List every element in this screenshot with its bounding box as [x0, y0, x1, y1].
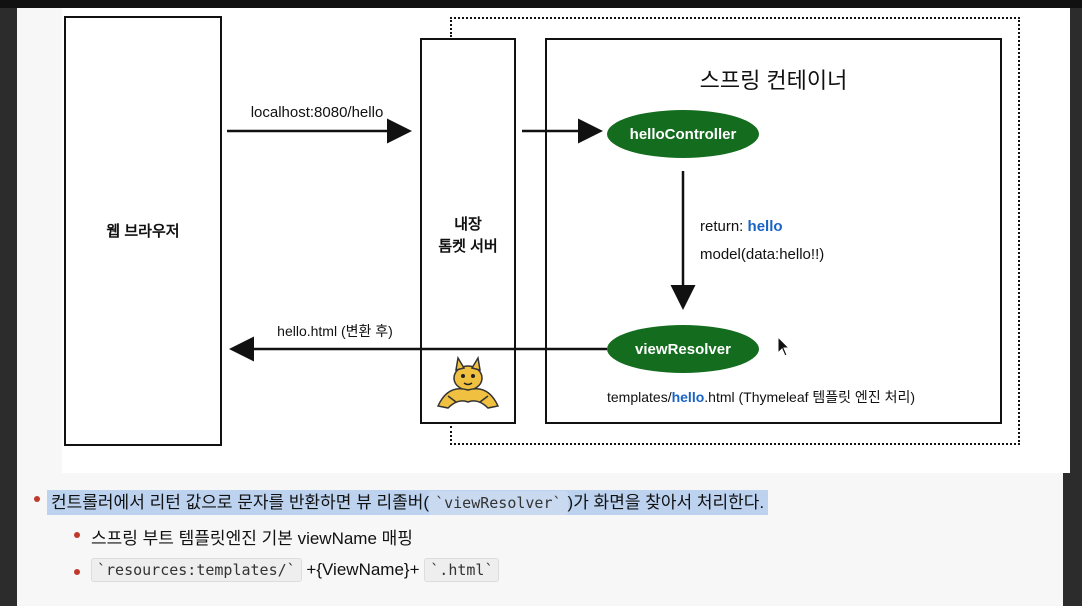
note-1-code: `viewResolver`: [429, 491, 568, 515]
bullet-dot: [34, 496, 40, 502]
tomcat-server-box: [420, 38, 516, 424]
note-1-text-after: )가 화면을 찾아서 처리한다.: [567, 493, 765, 512]
resources-templates-code: `resources:templates/`: [91, 558, 302, 582]
hello-controller-node: helloController: [607, 110, 759, 158]
note-sub-item-2: `resources:templates/` +{ViewName}+ `.ht…: [91, 558, 500, 582]
return-prefix: return:: [700, 218, 748, 235]
web-browser-label: 웹 브라우저: [106, 223, 180, 240]
viewname-text: +{ViewName}+: [306, 560, 420, 579]
sub-bullet-dot: [74, 569, 80, 575]
dotted-boundary-left-stub: [450, 17, 452, 37]
flow-arrows: [227, 118, 696, 362]
return-value: hello: [747, 218, 783, 235]
template-name: hello: [671, 389, 705, 405]
spring-container-title: 스프링 컨테이너: [699, 68, 848, 93]
note-sub-item-1: 스프링 부트 템플릿엔진 기본 viewName 매핑: [91, 529, 413, 548]
tomcat-logo-icon: [436, 356, 500, 409]
note-1-text-before: 컨트롤러에서 리턴 값으로 문자를 반환하면 뷰 리졸버(: [51, 493, 430, 512]
return-label: return: hello: [700, 218, 783, 235]
tomcat-server-label-line1: 내장: [454, 216, 482, 233]
web-browser-box: [64, 16, 222, 446]
note-1-highlight: 컨트롤러에서 리턴 값으로 문자를 반환하면 뷰 리졸버(`viewResolv…: [47, 490, 769, 515]
template-path-label: templates/hello.html (Thymeleaf 템플릿 엔진 처…: [607, 387, 915, 407]
template-prefix: templates/: [607, 389, 672, 405]
dotted-boundary-left-stub-bottom: [450, 426, 452, 445]
mouse-cursor-icon: [777, 336, 791, 357]
sub-bullet-dot: [74, 532, 80, 538]
spring-boot-dotted-boundary: [450, 17, 1020, 445]
note-item-1: 컨트롤러에서 리턴 값으로 문자를 반환하면 뷰 리졸버(`viewResolv…: [47, 488, 769, 515]
architecture-diagram: 웹 브라우저 내장 톰켓 서버 스프링 컨테이너 helloController…: [62, 8, 1070, 473]
model-label: model(data:hello!!): [700, 246, 825, 263]
response-label: hello.html (변환 후): [277, 323, 393, 339]
html-extension-code: `.html`: [424, 558, 500, 582]
view-resolver-node: viewResolver: [607, 325, 759, 373]
template-suffix: .html (Thymeleaf 템플릿 엔진 처리): [704, 389, 916, 405]
top-bar: [0, 0, 1082, 8]
tomcat-server-label-line2: 톰켓 서버: [438, 238, 498, 255]
request-url-label: localhost:8080/hello: [250, 104, 384, 121]
page: 웹 브라우저 내장 톰켓 서버 스프링 컨테이너 helloController…: [17, 8, 1070, 606]
